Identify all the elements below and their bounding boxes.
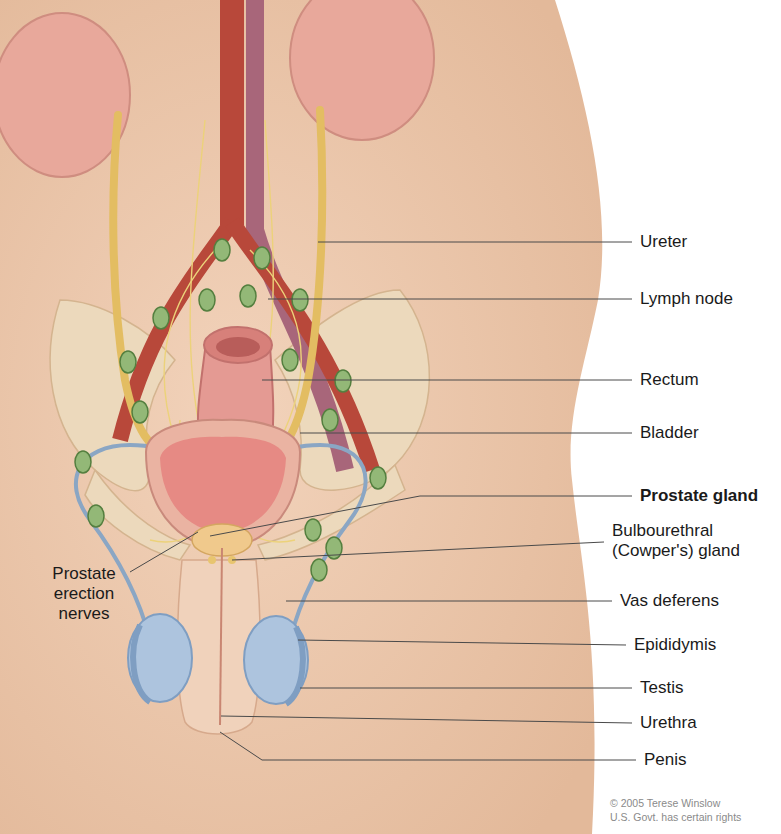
lymph-node-shape: [75, 451, 91, 473]
part-label: Bulbourethral (Cowper's) gland: [612, 521, 762, 561]
copyright-note: U.S. Govt. has certain rights: [610, 811, 741, 824]
lymph-node-shape: [311, 559, 327, 581]
epididymis: [133, 625, 150, 702]
lymph-node-shape: [240, 285, 256, 307]
leader-line: [298, 640, 626, 645]
lymph-node-shape: [305, 519, 321, 541]
lymph-node-shape: [132, 401, 148, 423]
leader-line: [300, 433, 632, 434]
part-label: Epididymis: [634, 635, 716, 655]
leader-line: [130, 532, 198, 572]
epididymis: [286, 627, 303, 704]
leader-line: [318, 242, 632, 243]
part-label: Rectum: [640, 370, 699, 390]
lymph-node-shape: [214, 239, 230, 261]
leader-line: [286, 601, 612, 602]
urethra: [220, 548, 222, 725]
lymph-nodes: [75, 239, 386, 581]
aorta: [220, 0, 244, 225]
leader-line: [210, 496, 632, 536]
part-label: Testis: [640, 678, 683, 698]
leader-line: [220, 732, 636, 760]
part-label: Vas deferens: [620, 591, 719, 611]
leader-line: [262, 380, 632, 381]
part-label: Prostate gland: [640, 486, 758, 506]
illustration-part: [113, 115, 175, 462]
part-label: Bladder: [640, 423, 699, 443]
testis: [244, 616, 308, 704]
nerves: [150, 120, 301, 542]
lymph-node-shape: [199, 289, 215, 311]
testis: [128, 614, 192, 702]
bladder-cavity: [160, 437, 286, 532]
kidney: [290, 0, 434, 140]
leader-line: [221, 716, 632, 723]
lymph-node-shape: [292, 289, 308, 311]
copyright-note: © 2005 Terese Winslow: [610, 797, 720, 810]
lymph-node-shape: [153, 307, 169, 329]
lymph-node-shape: [254, 247, 270, 269]
lymph-node-shape: [88, 505, 104, 527]
leader-line: [300, 688, 632, 689]
lymph-node-shape: [120, 351, 136, 373]
leader-line: [268, 299, 632, 300]
lymph-node-shape: [370, 467, 386, 489]
part-label: Ureter: [640, 232, 687, 252]
rectum-lumen: [216, 337, 260, 357]
pelvic-bone: [50, 290, 429, 560]
lymph-node-shape: [282, 349, 298, 371]
leader-line: [232, 542, 604, 560]
lymph-node-shape: [322, 409, 338, 431]
ureter: [113, 110, 322, 462]
kidney: [0, 13, 130, 177]
part-label: Urethra: [640, 713, 697, 733]
illustration-part: [268, 110, 322, 462]
part-label: Lymph node: [640, 289, 733, 309]
bulbourethral-gland: [208, 556, 216, 564]
part-label: Penis: [644, 750, 687, 770]
lymph-node-shape: [335, 370, 351, 392]
rectum-opening: [204, 327, 272, 363]
part-label: Prostate erection nerves: [42, 564, 126, 624]
